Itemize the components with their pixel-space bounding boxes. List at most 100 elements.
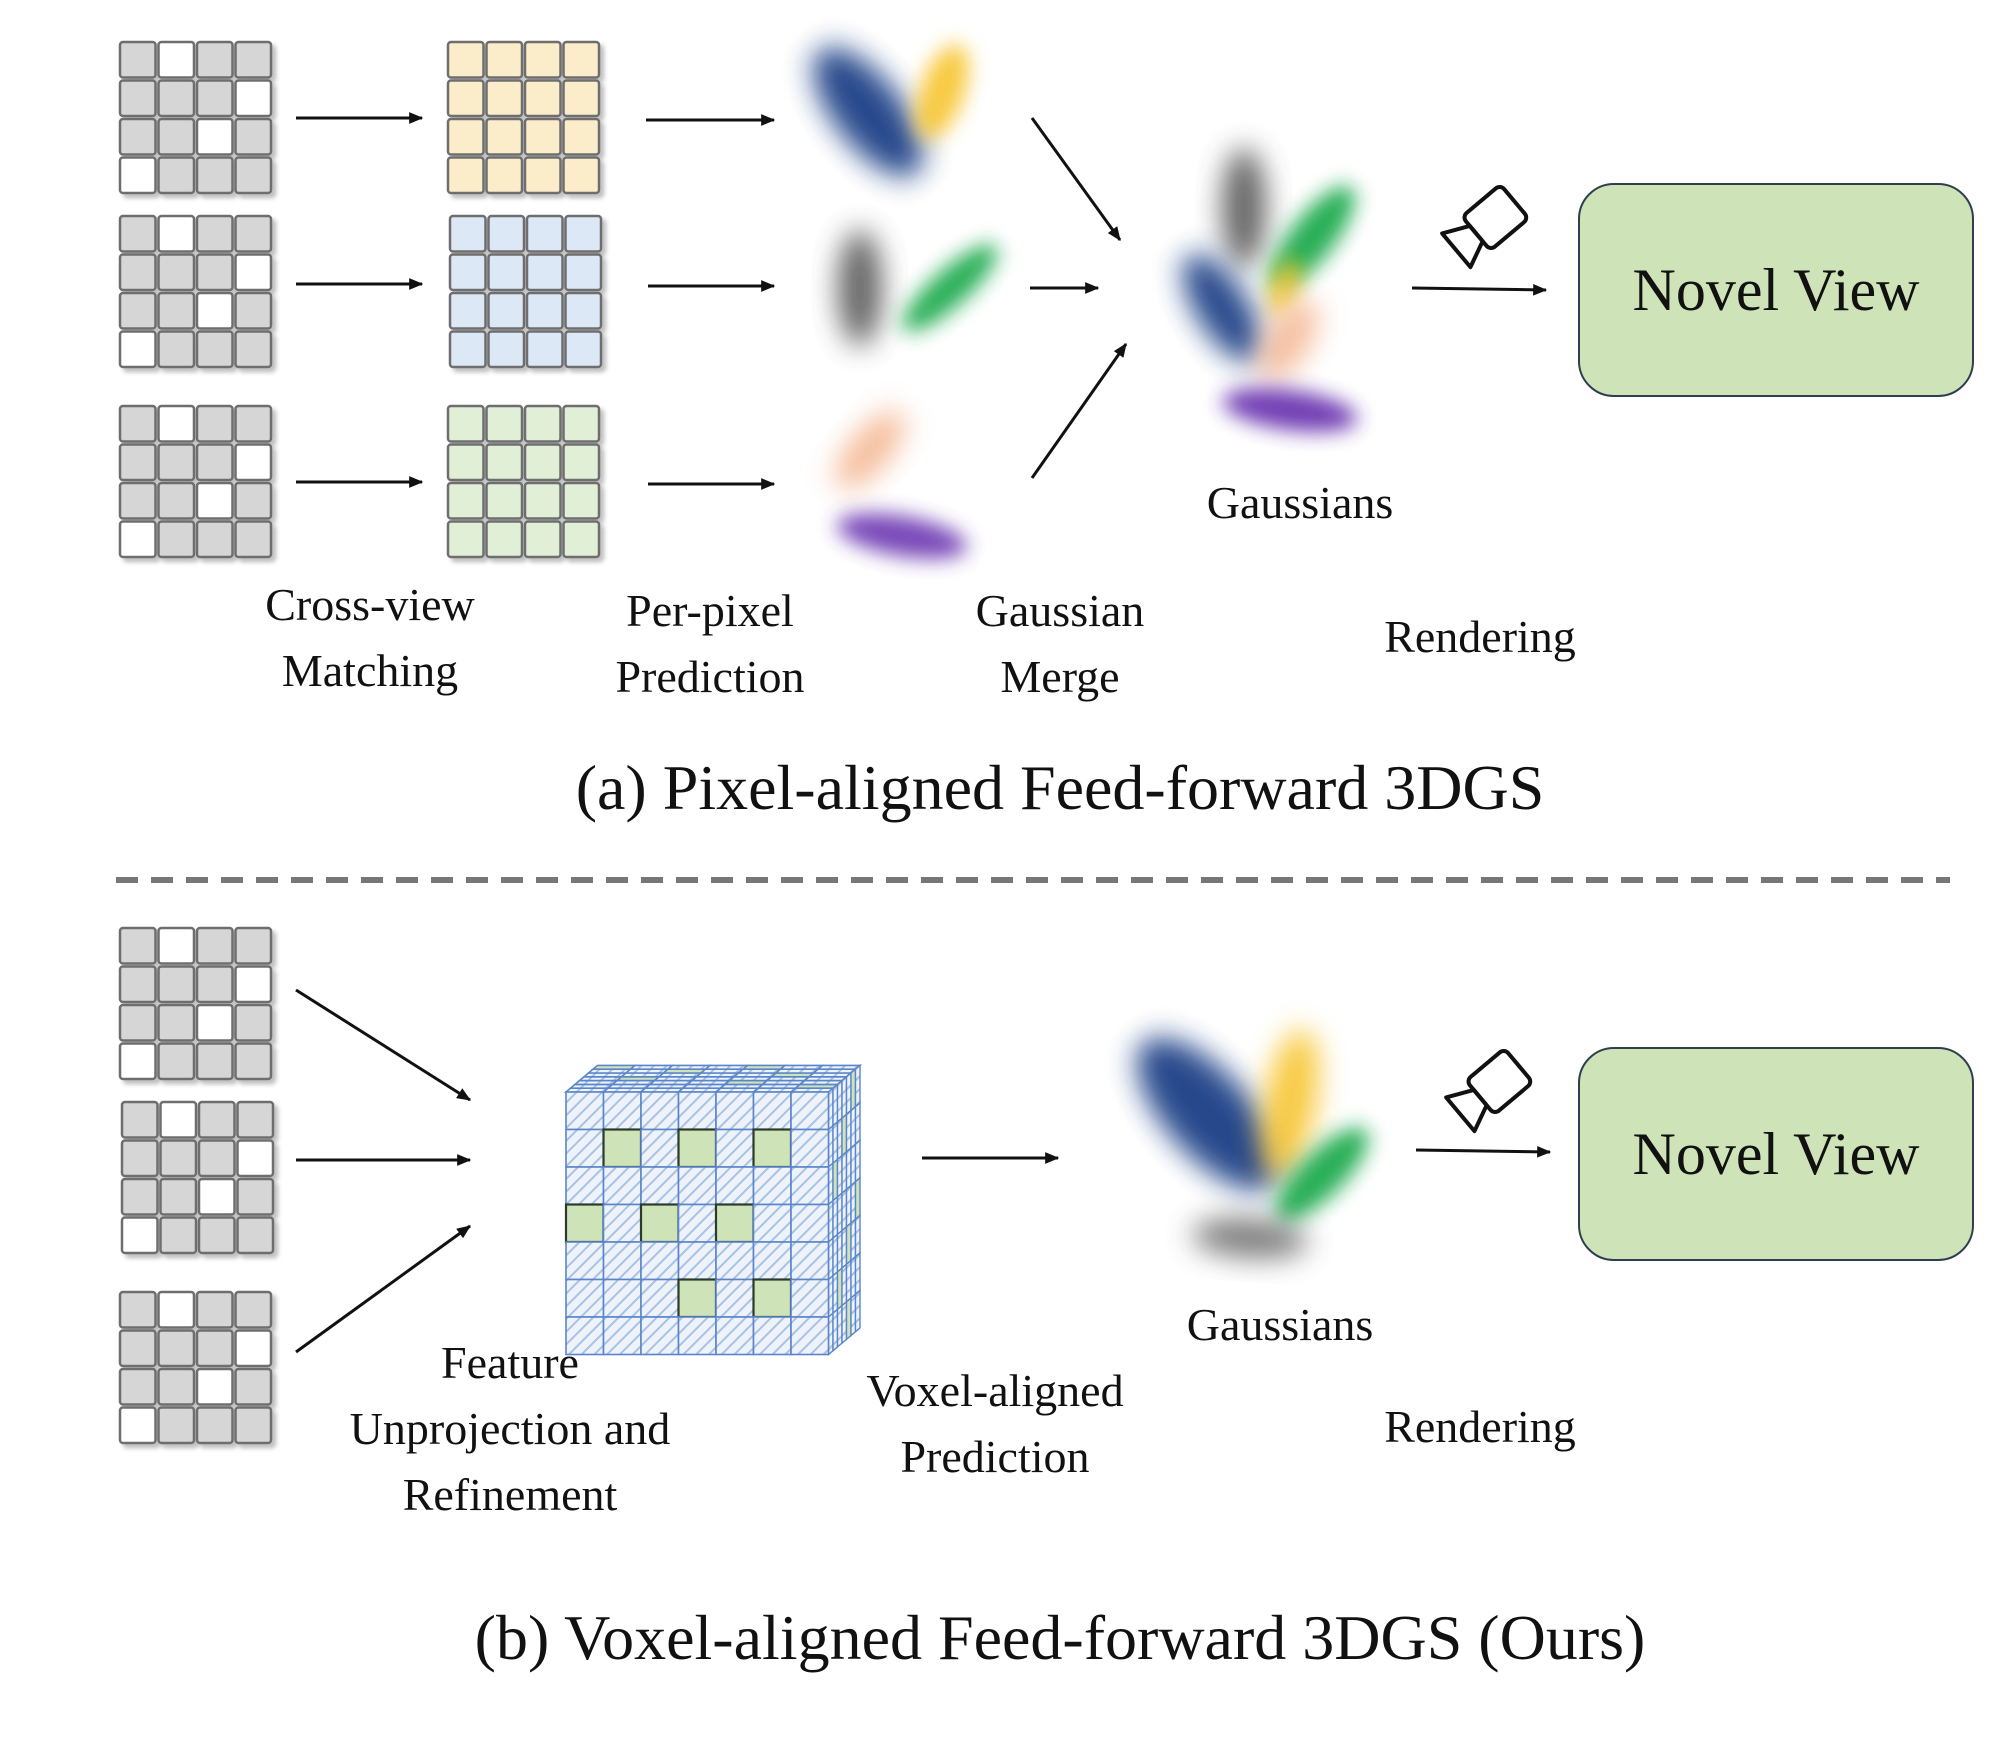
grid-cell: [523, 481, 562, 520]
grid-cell: [562, 40, 601, 79]
grid-cell: [562, 79, 601, 118]
voxel-cell: [790, 1203, 830, 1243]
voxel-cell: [602, 1241, 642, 1281]
grid-cell: [234, 291, 273, 330]
grid-cell: [562, 520, 601, 559]
grid-cell: [157, 926, 196, 965]
grid-cell: [157, 443, 196, 482]
grid-cell: [157, 1003, 196, 1042]
input-view-grid: [118, 1290, 273, 1445]
grid-cell: [525, 291, 564, 330]
grid-cell: [157, 1329, 196, 1368]
grid-cell: [118, 117, 157, 156]
voxel-cell: [564, 1203, 605, 1244]
grid-cell: [195, 1042, 234, 1081]
label-line: Refinement: [402, 1469, 618, 1520]
grid-cell: [118, 520, 157, 559]
grid-cell: [487, 253, 526, 292]
rendering-label: Rendering: [1384, 1401, 1576, 1452]
grid-cell: [195, 79, 234, 118]
grid-cell: [118, 291, 157, 330]
grid-cell: [120, 1139, 159, 1178]
grid-cell: [120, 1177, 159, 1216]
grid-cell: [157, 156, 196, 195]
grid-cell: [564, 253, 603, 292]
voxel-cell: [854, 1101, 861, 1146]
grid-cell: [195, 965, 234, 1004]
grid-cell: [157, 40, 196, 79]
grid-cell: [234, 1042, 273, 1081]
grid-cell: [234, 1367, 273, 1406]
voxel-cell: [640, 1278, 680, 1318]
grid-cell: [118, 1290, 157, 1329]
voxel-cell: [790, 1241, 830, 1281]
grid-cell: [195, 443, 234, 482]
voxel-cell: [790, 1128, 830, 1168]
input-view-grid: [120, 1100, 275, 1255]
cross-view-matching-label: Cross-view Matching: [230, 572, 510, 704]
grid-cell: [234, 214, 273, 253]
grid-cell: [448, 330, 487, 369]
grid-cell: [448, 253, 487, 292]
grid-cell: [159, 1177, 198, 1216]
label-line: Matching: [281, 645, 459, 696]
grid-cell: [562, 481, 601, 520]
gaussian-blob: [1267, 259, 1301, 317]
voxel-cell: [565, 1166, 605, 1206]
grid-cell: [485, 481, 524, 520]
voxel-cell: [790, 1278, 830, 1318]
voxel-cell: [715, 1128, 755, 1168]
grid-cell: [157, 330, 196, 369]
grid-cell: [523, 520, 562, 559]
gaussian-blob: [1192, 1217, 1308, 1259]
grid-cell: [118, 1042, 157, 1081]
grid-cell: [562, 156, 601, 195]
voxel-cell: [565, 1316, 605, 1356]
grid-cell: [485, 117, 524, 156]
grid-cell: [234, 1406, 273, 1445]
grid-cell: [234, 330, 273, 369]
grid-cell: [562, 404, 601, 443]
camera-lens: [1440, 223, 1485, 270]
camera-body: [1462, 185, 1529, 250]
arrow: [295, 1224, 471, 1354]
feature-unprojection-label: Feature Unprojection and Refinement: [300, 1330, 720, 1528]
grid-cell: [234, 926, 273, 965]
grid-cell: [157, 965, 196, 1004]
grid-cell: [487, 214, 526, 253]
grid-cell: [197, 1139, 236, 1178]
voxel-cell: [640, 1241, 680, 1281]
grid-cell: [118, 40, 157, 79]
voxel-cell: [640, 1316, 680, 1356]
grid-cell: [487, 291, 526, 330]
grid-cell: [448, 214, 487, 253]
voxel-cell: [752, 1128, 793, 1169]
voxel-cell: [602, 1278, 642, 1318]
gaussian-blob: [835, 411, 905, 489]
voxel-cell: [565, 1128, 605, 1168]
voxel-cell: [703, 1064, 750, 1070]
grid-cell: [118, 79, 157, 118]
voxel-cell: [677, 1128, 718, 1169]
camera-icon: [1440, 185, 1529, 270]
grid-cell: [195, 404, 234, 443]
voxel-cell: [628, 1064, 675, 1070]
gaussian-merge-label: Gaussian Merge: [940, 578, 1180, 710]
gaussian-blob: [915, 44, 969, 140]
feature-map-grid: [446, 404, 601, 559]
grid-cell: [157, 117, 196, 156]
voxel-cell: [778, 1064, 825, 1070]
grid-cell: [523, 404, 562, 443]
per-pixel-prediction-label: Per-pixel Prediction: [580, 578, 840, 710]
voxel-cell: [854, 1251, 861, 1296]
grid-cell: [118, 214, 157, 253]
grid-cell: [157, 1367, 196, 1406]
grid-cell: [195, 291, 234, 330]
grid-cell: [562, 117, 601, 156]
voxel-cell: [640, 1128, 680, 1168]
arrow: [1411, 283, 1548, 296]
gaussian-blob: [1222, 148, 1266, 268]
grid-cell: [446, 481, 485, 520]
grid-cell: [234, 253, 273, 292]
voxel-cell: [854, 1176, 861, 1221]
